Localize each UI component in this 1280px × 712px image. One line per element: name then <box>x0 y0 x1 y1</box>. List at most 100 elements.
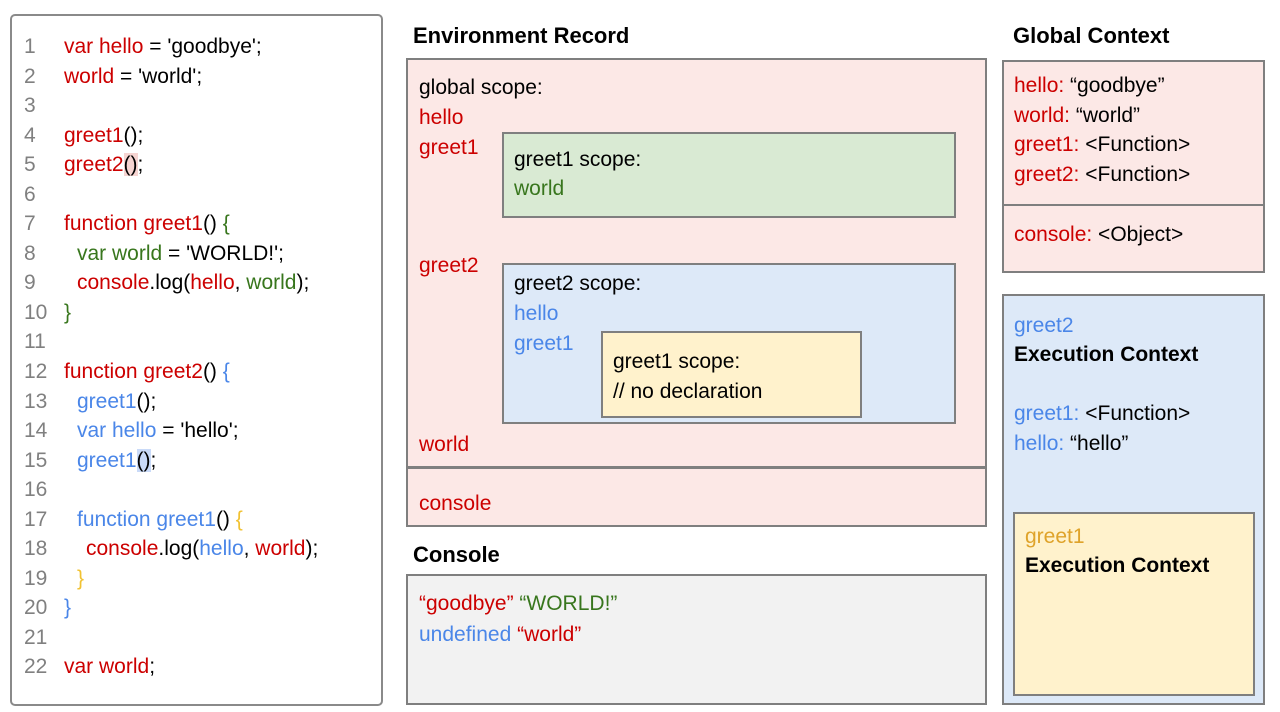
text-token: = 'goodbye'; <box>143 35 262 58</box>
code-line: 20} <box>24 593 381 623</box>
code-text: var hello = 'hello'; <box>64 416 239 446</box>
text-token: greet1 <box>77 448 137 472</box>
code-line: 12 function greet2() { <box>24 357 381 387</box>
global-context-entry: hello: “goodbye” <box>1014 71 1165 101</box>
greet2-context-entry: hello: “hello” <box>1014 429 1128 459</box>
line-number: 14 <box>24 419 48 443</box>
code-line: 3 <box>24 91 381 121</box>
line-number: 19 <box>24 566 48 590</box>
code-text: greet1(); <box>64 121 143 151</box>
line-number: 12 <box>24 360 48 384</box>
no-declaration-comment: // no declaration <box>613 380 763 403</box>
console-output-box <box>406 574 987 705</box>
env-world-label: world <box>419 433 470 456</box>
code-text: } <box>64 298 71 328</box>
text-token: { <box>222 360 230 384</box>
global-context-box <box>1002 60 1265 206</box>
text-token: <Function> <box>1079 133 1191 156</box>
text-token: .log( <box>149 271 191 295</box>
text-token: } <box>77 566 85 590</box>
code-line: 19} <box>24 564 381 594</box>
nested-greet1-scope-label: greet1 scope: <box>613 350 741 373</box>
code-text: greet1(); <box>64 387 156 417</box>
text-token: ; <box>137 153 144 177</box>
greet2-scope-label: greet2 scope: <box>514 272 642 295</box>
code-line: 11 <box>24 327 381 357</box>
code-line: 7 function greet1() { <box>24 209 381 239</box>
line-number: 9 <box>24 271 36 295</box>
text-token: { <box>222 212 230 236</box>
text-token: function greet1 <box>64 212 203 236</box>
text-token: undefined <box>419 623 512 646</box>
line-number: 11 <box>24 330 46 354</box>
line-number: 8 <box>24 241 36 265</box>
code-text: function greet1() { <box>64 209 230 239</box>
line-number: 2 <box>24 64 36 88</box>
text-token: “world” <box>517 623 582 646</box>
line-number: 13 <box>24 389 48 413</box>
text-token: hello <box>199 537 244 561</box>
text-token: { <box>235 507 243 531</box>
text-token: world <box>64 64 115 88</box>
text-token: function greet2 <box>64 360 203 384</box>
code-text: var world; <box>64 652 155 682</box>
greet2-scope-hello-label: hello <box>514 302 559 325</box>
text-token: function greet1 <box>77 507 216 531</box>
code-line: 14 var hello = 'hello'; <box>24 416 381 446</box>
text-token: “goodbye” <box>1064 74 1165 97</box>
line-number: 5 <box>24 153 36 177</box>
code-line: 6 <box>24 180 381 210</box>
line-number: 7 <box>24 212 36 236</box>
text-token: world: <box>1014 104 1071 127</box>
text-token: “WORLD!” <box>519 592 618 615</box>
text-token: var world <box>77 241 163 265</box>
console-title: Console <box>413 542 500 567</box>
text-token: () <box>202 212 223 236</box>
greet2-context-title: Execution Context <box>1014 343 1199 366</box>
greet1-context-name: greet1 <box>1025 525 1085 548</box>
code-text: function greet2() { <box>64 357 230 387</box>
code-text: greet1(); <box>64 446 156 476</box>
text-token: var hello <box>64 35 144 58</box>
text-token: = 'hello'; <box>156 419 239 443</box>
console-output-line: undefined “world” <box>419 620 581 650</box>
global-context-console-box <box>1002 204 1265 273</box>
code-line: 16 <box>24 475 381 505</box>
text-token: <Function> <box>1079 402 1191 425</box>
greet2-context-entry: greet1: <Function> <box>1014 399 1190 429</box>
line-number: 15 <box>24 448 48 472</box>
text-token: world <box>255 537 306 561</box>
code-line: 10} <box>24 298 381 328</box>
text-token: console <box>77 271 150 295</box>
global-context-title: Global Context <box>1013 23 1170 48</box>
code-line: 15 greet1(); <box>24 446 381 476</box>
text-token: “world” <box>1070 104 1141 127</box>
env-console-label: console <box>419 492 492 515</box>
global-context-entry: greet1: <Function> <box>1014 130 1190 160</box>
env-greet1-label: greet1 <box>419 136 479 159</box>
text-token: greet1 <box>77 389 137 413</box>
text-token: , <box>243 537 256 561</box>
env-hello-label: hello <box>419 106 464 129</box>
console-output-line: “goodbye” “WORLD!” <box>419 589 617 619</box>
text-token: greet2 <box>64 153 124 177</box>
line-number: 10 <box>24 300 48 324</box>
code-text: } <box>64 593 71 623</box>
text-token: console <box>86 537 159 561</box>
line-number: 6 <box>24 182 36 206</box>
line-number: 17 <box>24 507 48 531</box>
text-token: world <box>246 271 297 295</box>
text-token: (); <box>123 123 144 147</box>
code-text: var hello = 'goodbye'; <box>64 32 262 62</box>
greet1-scope-world-label: world <box>514 177 565 200</box>
env-console-box <box>406 467 987 527</box>
